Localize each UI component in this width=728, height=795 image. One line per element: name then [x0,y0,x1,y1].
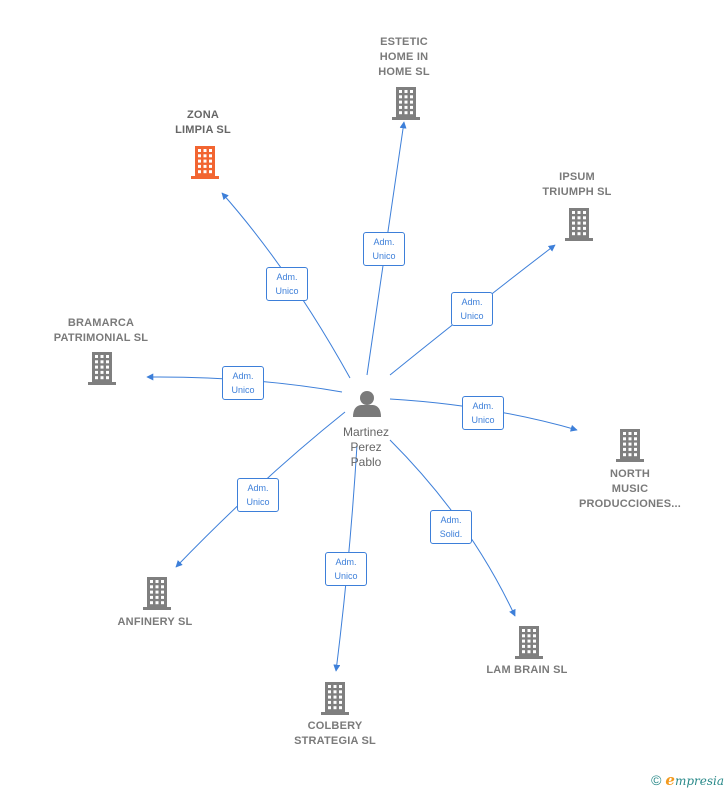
ipsum-triumph-building-icon[interactable] [565,208,593,241]
company-label-estetic-home[interactable]: ESTETIC HOME IN HOME SL [378,36,430,78]
company-label-zona-limpia[interactable]: ZONA LIMPIA SL [175,109,231,136]
company-label-lam-brain[interactable]: LAM BRAIN SL [486,664,568,676]
relation-badge-ipsum-triumph: Adm. Unico [451,292,493,326]
company-label-ipsum-triumph[interactable]: IPSUM TRIUMPH SL [542,171,612,198]
relation-badge-anfinery: Adm. Unico [237,478,279,512]
company-label-anfinery[interactable]: ANFINERY SL [117,616,193,628]
north-music-building-icon[interactable] [616,429,644,462]
bramarca-building-icon[interactable] [88,352,116,385]
relation-badge-lam-brain: Adm. Solid. [430,510,472,544]
brand-watermark: ©empresia [651,771,724,789]
relation-badge-bramarca: Adm. Unico [222,366,264,400]
company-icons [88,87,644,715]
brand-logo-text: mpresia [674,774,724,788]
company-label-north-music[interactable]: NORTH MUSIC PRODUCCIONES... [578,468,681,510]
person-name[interactable]: Martinez Perez Pablo [342,425,389,469]
relation-badge-colbery: Adm. Unico [325,552,367,586]
company-label-bramarca[interactable]: BRAMARCA PATRIMONIAL SL [53,317,149,344]
relation-badge-zona-limpia: Adm. Unico [266,267,308,301]
relation-badge-estetic-home: Adm. Unico [363,232,405,266]
colbery-building-icon[interactable] [321,682,349,715]
anfinery-building-icon[interactable] [143,577,171,610]
copyright-symbol: © [651,772,662,788]
brand-logo-initial: e [665,771,675,789]
relation-badge-north-music: Adm. Unico [462,396,504,430]
zona-limpia-building-icon[interactable] [191,146,219,179]
lam-brain-building-icon[interactable] [515,626,543,659]
company-label-colbery[interactable]: COLBERY STRATEGIA SL [294,720,376,747]
estetic-home-building-icon[interactable] [392,87,420,120]
person-icon [353,391,381,417]
